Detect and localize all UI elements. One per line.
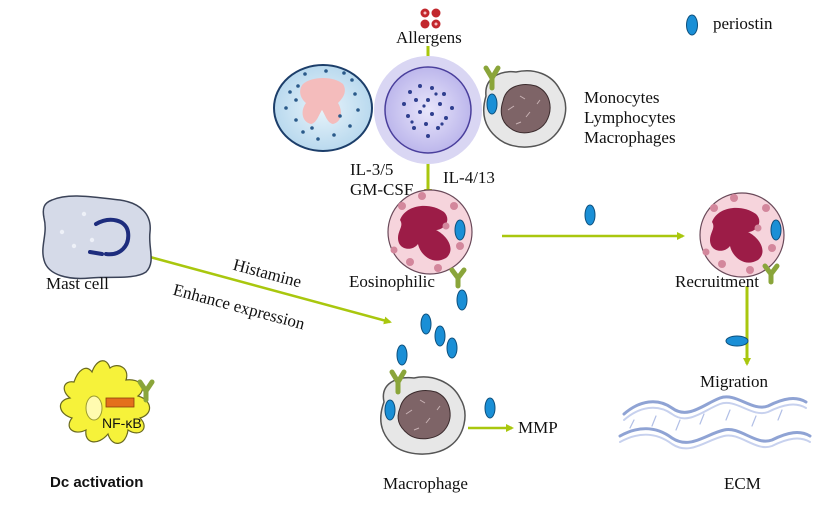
periostin-icon (384, 399, 396, 421)
legend-periostin-label: periostin (713, 14, 773, 33)
monocytes-label: Monocytes (584, 88, 660, 107)
ecm-fibers (618, 395, 812, 450)
periostin-icon (484, 397, 496, 419)
mast-cell-label: Mast cell (46, 274, 109, 293)
dc-activation-label: Dc activation (50, 474, 144, 491)
allergens-label: Allergens (396, 28, 462, 47)
recruitment-label: Recruitment (675, 272, 760, 291)
gmcsf-label: GM-CSF (350, 180, 414, 199)
ecm-label: ECM (724, 474, 761, 493)
il35-label: IL-3/5 (350, 160, 394, 179)
periostin-icon (456, 289, 468, 311)
periostin-icon (434, 325, 446, 347)
periostin-legend-icon (686, 14, 698, 36)
nfkb-label: NF-κB (102, 415, 142, 431)
periostin-icon (454, 219, 466, 241)
eosinophil-left-cell (387, 189, 473, 275)
macrophage-label: Macrophage (383, 474, 468, 493)
periostin-icon (584, 204, 596, 226)
periostin-molecules (396, 204, 749, 419)
macrophages-label: Macrophages (584, 128, 676, 147)
periostin-icon (446, 337, 458, 359)
dendritic-cell (59, 360, 151, 444)
basophil-cell (273, 64, 373, 152)
migration-label: Migration (700, 372, 768, 391)
mmp-label: MMP (518, 418, 558, 437)
receptor-icon (483, 65, 501, 91)
lymphocytes-label: Lymphocytes (584, 108, 676, 127)
eosinophilic-label: Eosinophilic (349, 272, 435, 291)
eosinophil-right-cell (699, 192, 785, 278)
macrophage-bottom-cell (379, 376, 466, 455)
periostin-icon (420, 313, 432, 335)
allergen-icon (420, 8, 441, 29)
il413-label: IL-4/13 (443, 168, 495, 187)
lymphocyte-cell (374, 56, 482, 164)
receptor-icon (137, 379, 155, 403)
receptor-icon (449, 267, 467, 289)
receptor-icon (762, 263, 780, 285)
arrow-mast-to-macrophage (149, 255, 392, 325)
periostin-icon (770, 219, 782, 241)
mast-cell (42, 195, 152, 280)
periostin-icon (486, 93, 498, 115)
periostin-icon (396, 344, 408, 366)
macrophage-top-cell (482, 70, 567, 148)
receptor-icon (389, 369, 407, 395)
periostin-icon (725, 335, 749, 347)
